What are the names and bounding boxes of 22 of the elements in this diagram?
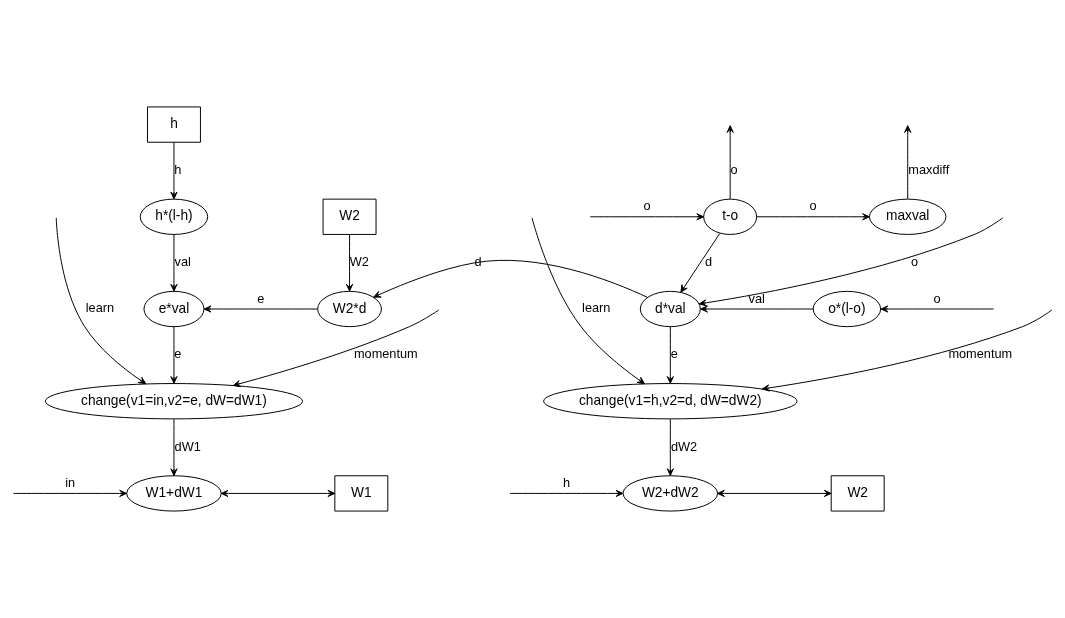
- edge-label: maxdiff: [908, 162, 950, 178]
- edge-label: e: [174, 346, 182, 362]
- edge-label: o: [809, 198, 817, 214]
- edge-label: e: [257, 290, 265, 306]
- edge-label: d: [705, 254, 713, 270]
- edge-label: momentum: [948, 346, 1013, 362]
- edge-label: val: [748, 290, 765, 306]
- edge-label: h: [174, 162, 182, 178]
- edge-label: momentum: [353, 346, 418, 362]
- edge-label: dW1: [174, 438, 201, 454]
- edge-label: o: [933, 290, 941, 306]
- edge-label: o: [730, 162, 738, 178]
- edge-label: h: [562, 474, 571, 490]
- edge-label: o: [643, 198, 651, 214]
- edge-label: learn: [582, 300, 611, 316]
- edge-label: learn: [85, 300, 115, 316]
- edge-label: W2: [349, 254, 369, 270]
- edge-label: e: [670, 346, 678, 362]
- edge-label: val: [174, 254, 191, 270]
- edge-label: dW2: [670, 438, 698, 454]
- edge-label: o: [911, 254, 919, 270]
- edge-label: in: [65, 474, 76, 490]
